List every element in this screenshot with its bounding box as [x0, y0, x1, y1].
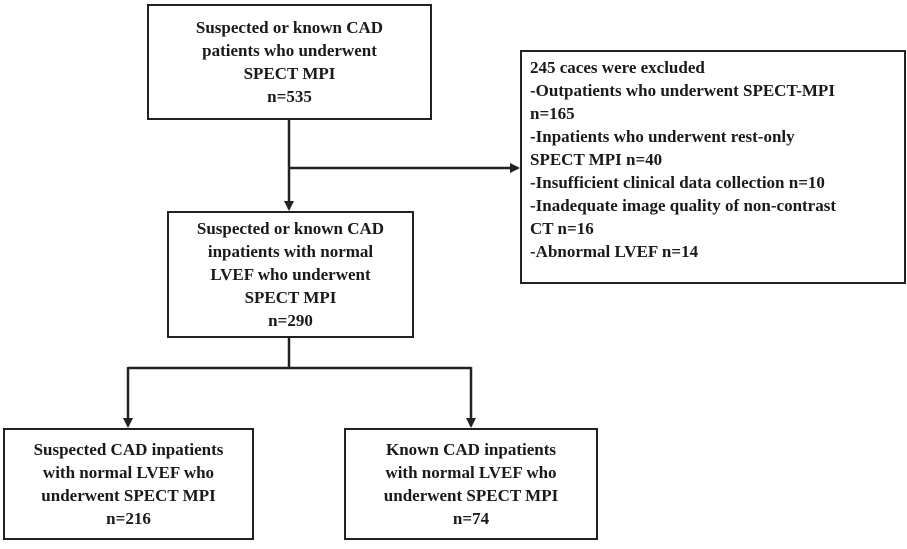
box-text-line: Suspected or known CAD [195, 18, 384, 37]
box-text-line: with normal LVEF who [42, 463, 215, 482]
excluded-item: -Outpatients who underwent SPECT-MPI [530, 81, 835, 100]
box-text-line: Suspected CAD inpatients [33, 440, 224, 459]
box-suspected-cad: Suspected CAD inpatients with normal LVE… [3, 428, 254, 540]
box-text-line: underwent SPECT MPI [383, 486, 559, 505]
box-text-line: inpatients with normal [207, 242, 374, 261]
excluded-item: -Abnormal LVEF n=14 [530, 242, 699, 261]
box-count: n=74 [452, 509, 490, 528]
box-count: n=535 [267, 87, 312, 106]
excluded-item: SPECT MPI n=40 [530, 150, 663, 169]
excluded-item: -Inadequate image quality of non-contras… [530, 196, 837, 215]
box-excluded: 245 caces were excluded -Outpatients who… [520, 50, 906, 284]
box-count: n=290 [268, 311, 313, 330]
box-text-line: LVEF who underwent [210, 265, 371, 284]
box-text-line: patients who underwent [202, 41, 377, 60]
box-text-line: Suspected or known CAD [196, 219, 385, 238]
excluded-item: -Insufficient clinical data collection n… [530, 173, 825, 192]
box-text-line: with normal LVEF who [385, 463, 557, 482]
box-text-line: Known CAD inpatients [385, 440, 557, 459]
excluded-item: -Inpatients who underwent rest-only [530, 127, 795, 146]
box-text-line: SPECT MPI [244, 288, 337, 307]
box-all-patients: Suspected or known CAD patients who unde… [147, 4, 432, 120]
excluded-header: 245 caces were excluded [530, 58, 705, 77]
box-text-line: SPECT MPI [243, 64, 336, 83]
box-known-cad: Known CAD inpatients with normal LVEF wh… [344, 428, 598, 540]
box-normal-lvef: Suspected or known CAD inpatients with n… [167, 211, 414, 338]
box-count: n=216 [106, 509, 151, 528]
box-text-line: underwent SPECT MPI [41, 486, 216, 505]
excluded-item: CT n=16 [530, 219, 594, 238]
excluded-item: n=165 [530, 104, 575, 123]
